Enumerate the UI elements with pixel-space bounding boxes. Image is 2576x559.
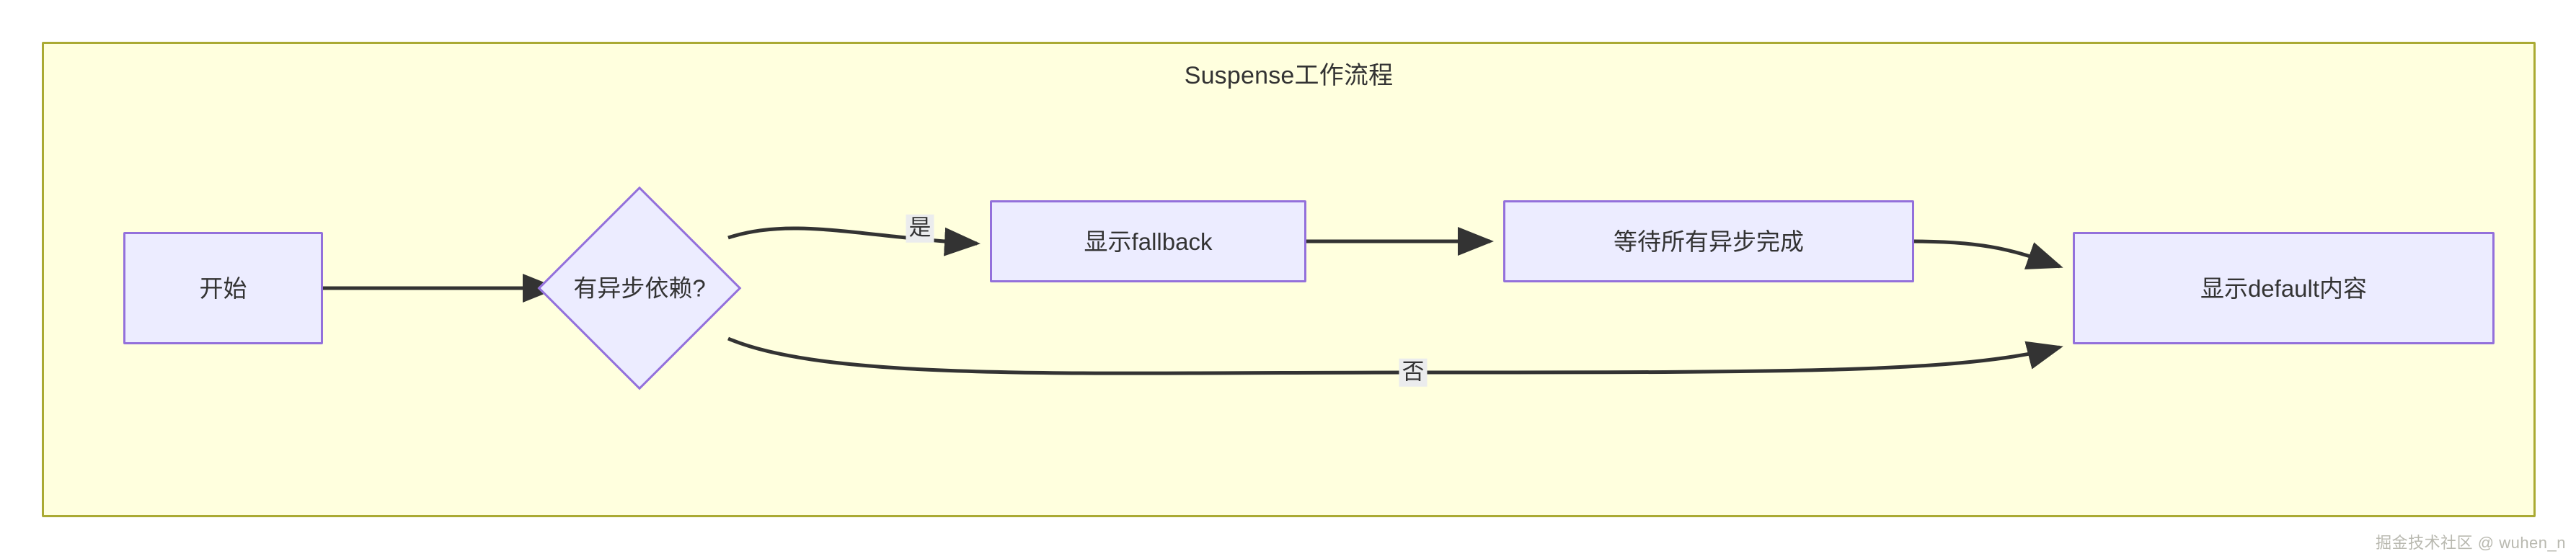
node-fallback-label: 显示fallback [1084, 228, 1213, 255]
edge-label-no: 否 [1399, 358, 1428, 387]
watermark: 掘金技术社区 @ wuhen_n [2376, 534, 2566, 552]
node-decision[interactable]: 有异步依赖? [537, 186, 742, 390]
node-decision-label: 有异步依赖? [573, 274, 706, 302]
node-wait-all-async[interactable]: 等待所有异步完成 [1503, 200, 1914, 282]
edge-label-yes: 是 [906, 214, 934, 243]
node-show-default-content[interactable]: 显示default内容 [2073, 232, 2495, 344]
node-fallback[interactable]: 显示fallback [990, 200, 1306, 282]
diagram-title: Suspense工作流程 [1184, 62, 1394, 89]
node-show-default-content-label: 显示default内容 [2200, 274, 2368, 302]
node-wait-all-async-label: 等待所有异步完成 [1614, 228, 1804, 255]
node-start[interactable]: 开始 [123, 232, 323, 344]
node-start-label: 开始 [199, 274, 247, 302]
